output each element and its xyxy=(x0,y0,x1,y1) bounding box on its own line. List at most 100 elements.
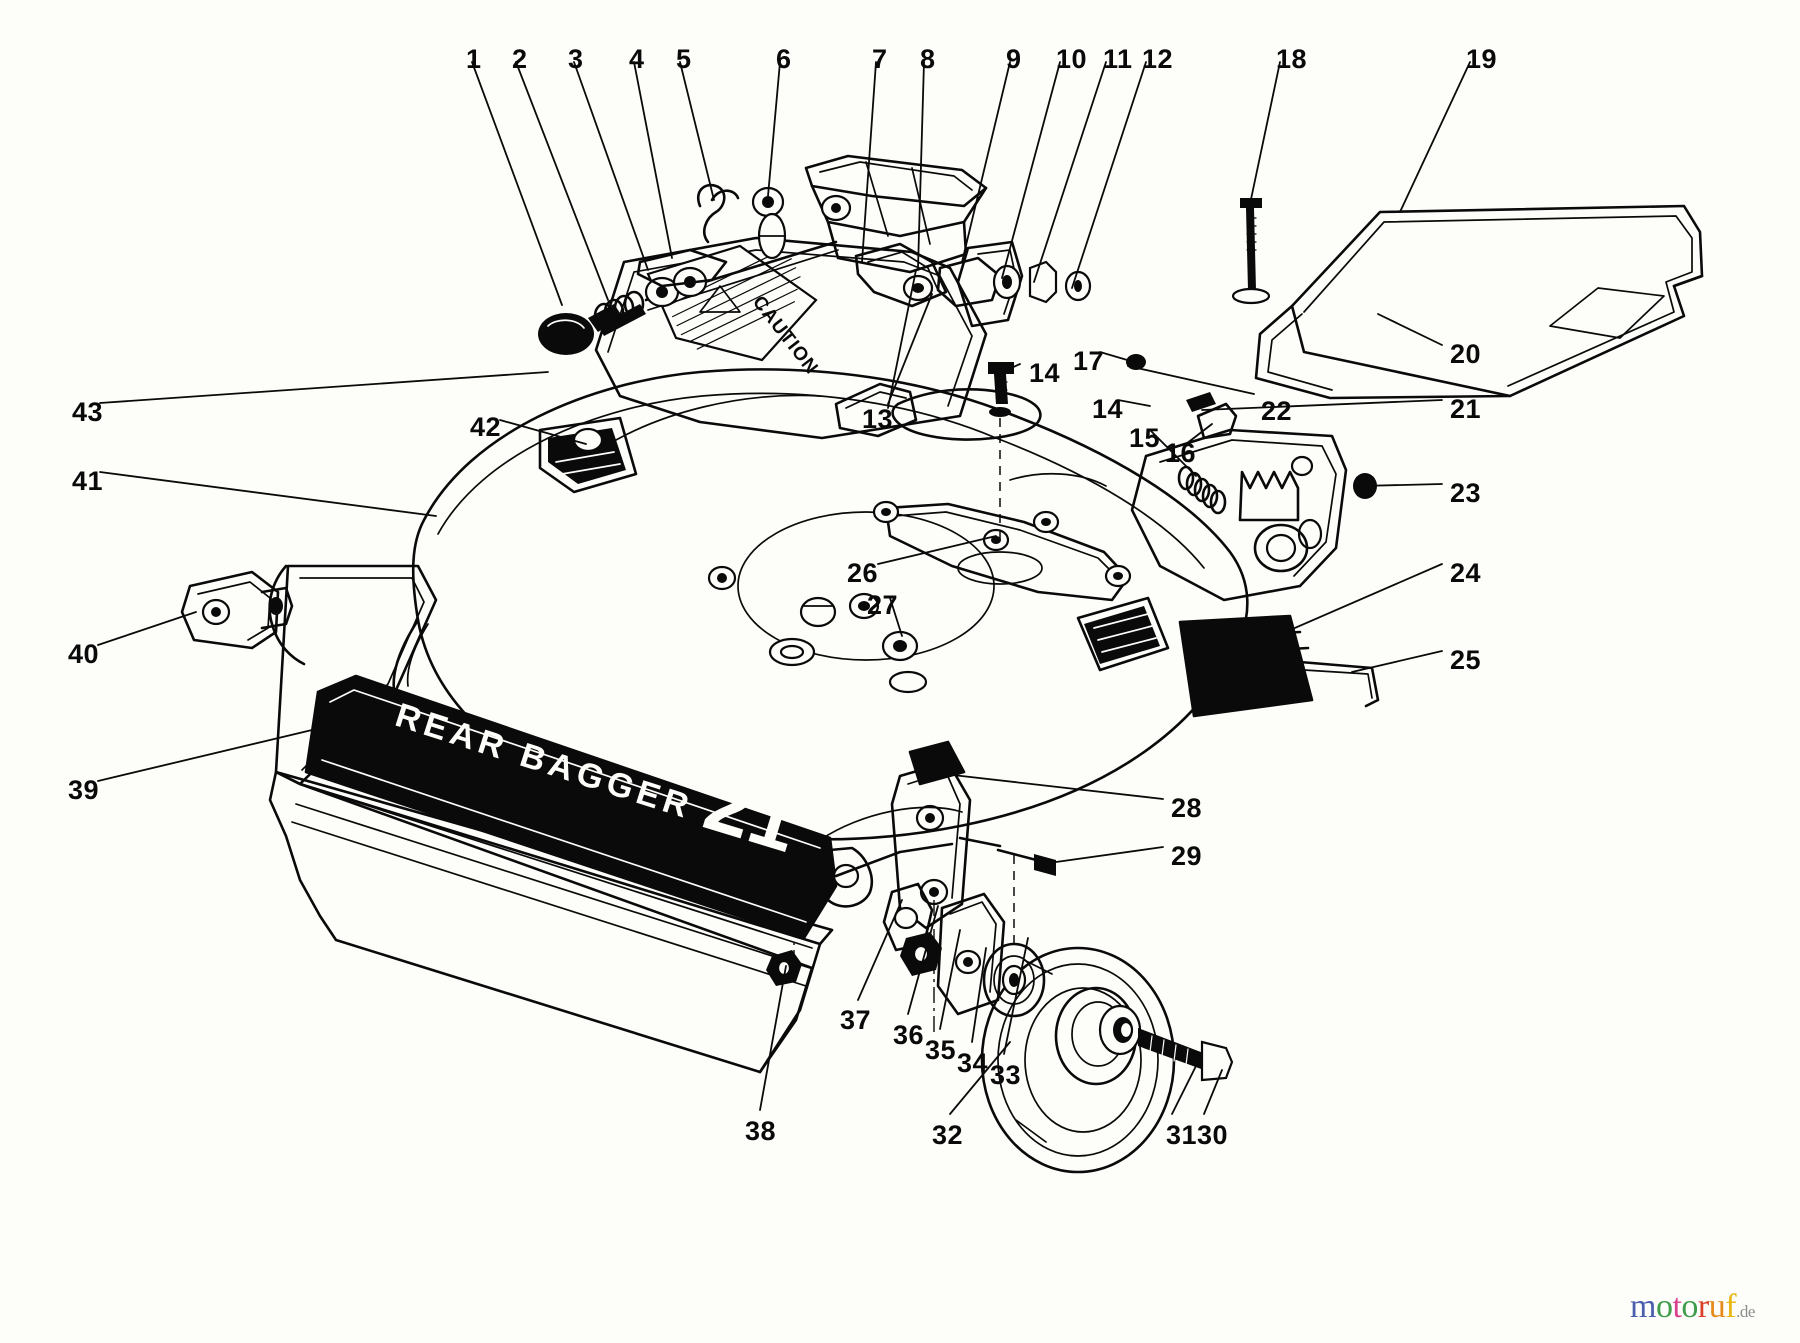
leader-line xyxy=(1203,1069,1223,1115)
callout-number-23: 23 xyxy=(1450,478,1482,508)
callout-number-43: 43 xyxy=(72,397,104,427)
leader-line xyxy=(887,293,933,405)
leader-line xyxy=(97,611,197,646)
leader-line xyxy=(887,269,917,409)
callout-number-35: 35 xyxy=(925,1035,957,1065)
callout-number-15: 15 xyxy=(1129,423,1161,453)
leader-line xyxy=(1003,937,1029,1055)
leader-line xyxy=(759,965,787,1111)
leader-line xyxy=(917,61,925,269)
leader-line xyxy=(97,729,313,782)
callout-number-34: 34 xyxy=(957,1048,989,1078)
leader-line xyxy=(907,905,939,1015)
leader-line xyxy=(1055,846,1164,863)
watermark-letter: u xyxy=(1708,1288,1726,1325)
callout-number-16: 16 xyxy=(1165,438,1197,468)
leader-line xyxy=(99,371,549,404)
leader-line xyxy=(949,1041,1011,1115)
leader-line xyxy=(1149,429,1197,477)
callout-number-7: 7 xyxy=(872,44,888,74)
leader-line xyxy=(861,61,877,263)
leader-line xyxy=(1359,483,1443,487)
callout-number-20: 20 xyxy=(1450,339,1482,369)
callout-number-37: 37 xyxy=(840,1005,872,1035)
callout-number-8: 8 xyxy=(920,44,936,74)
callout-number-41: 41 xyxy=(72,466,104,496)
leader-line xyxy=(573,61,649,271)
callout-number-31: 31 xyxy=(1166,1120,1198,1150)
watermark-letter: o xyxy=(1681,1288,1698,1325)
leader-line xyxy=(1201,399,1443,411)
callout-number-21: 21 xyxy=(1450,394,1482,424)
leader-line xyxy=(943,773,1164,800)
callout-number-33: 33 xyxy=(990,1060,1022,1090)
callout-number-32: 32 xyxy=(932,1120,964,1150)
callout-number-6: 6 xyxy=(776,44,792,74)
callout-number-12: 12 xyxy=(1142,44,1174,74)
leader-line xyxy=(939,929,961,1030)
watermark-letter: r xyxy=(1697,1288,1709,1325)
leader-line xyxy=(1127,365,1255,395)
callout-number-1: 1 xyxy=(466,44,482,74)
leader-line xyxy=(1033,61,1107,283)
leader-line xyxy=(857,899,903,1001)
callout-number-36: 36 xyxy=(893,1020,925,1050)
leader-line xyxy=(971,947,987,1043)
leader-line xyxy=(1117,399,1151,407)
leader-line xyxy=(1249,61,1281,205)
leader-line xyxy=(1171,1061,1199,1115)
leader-line xyxy=(1351,650,1443,673)
callout-number-10: 10 xyxy=(1056,44,1088,74)
leader-line xyxy=(889,597,903,637)
callout-number-14: 14 xyxy=(1029,358,1061,388)
callout-number-27: 27 xyxy=(867,590,899,620)
callout-number-11: 11 xyxy=(1103,44,1133,74)
callout-number-24: 24 xyxy=(1450,558,1482,588)
callout-number-22: 22 xyxy=(1261,396,1293,426)
leader-line xyxy=(767,61,781,197)
callout-number-28: 28 xyxy=(1171,793,1203,823)
watermark-letter: o xyxy=(1655,1288,1673,1325)
watermark-letter: t xyxy=(1672,1288,1682,1325)
leader-line xyxy=(1257,563,1443,645)
leader-line xyxy=(961,61,1011,263)
leader-line xyxy=(1001,61,1061,279)
leader-line xyxy=(1099,351,1135,363)
leader-line xyxy=(499,419,587,445)
callout-number-29: 29 xyxy=(1171,841,1203,871)
motoruf-watermark: motoruf.de xyxy=(1630,1288,1755,1326)
callout-number-13: 13 xyxy=(862,404,894,434)
callout-number-3: 3 xyxy=(568,44,584,74)
callout-number-42: 42 xyxy=(470,412,502,442)
callout-number-38: 38 xyxy=(745,1116,777,1146)
leader-line xyxy=(1399,61,1471,213)
callout-number-17: 17 xyxy=(1073,346,1105,376)
callout-number-18: 18 xyxy=(1276,44,1308,74)
watermark-letter: f xyxy=(1725,1288,1737,1325)
leader-line xyxy=(471,61,563,306)
leader-line xyxy=(1185,423,1213,445)
callout-number-30: 30 xyxy=(1197,1120,1229,1150)
callout-number-9: 9 xyxy=(1006,44,1022,74)
callout-number-39: 39 xyxy=(68,775,100,805)
callout-number-2: 2 xyxy=(512,44,528,74)
callout-number-14: 14 xyxy=(1092,394,1124,424)
leader-line xyxy=(1377,313,1443,346)
watermark-suffix: .de xyxy=(1736,1302,1755,1321)
leader-line xyxy=(877,535,997,565)
leader-line xyxy=(679,61,715,201)
callout-number-40: 40 xyxy=(68,639,100,669)
leader-line xyxy=(515,61,609,301)
leader-line xyxy=(99,471,437,517)
leader-line xyxy=(997,363,1021,375)
callout-number-5: 5 xyxy=(676,44,692,74)
leader-line xyxy=(633,61,673,259)
leader-line xyxy=(1071,61,1147,289)
callout-number-26: 26 xyxy=(847,558,879,588)
callout-number-4: 4 xyxy=(629,44,645,74)
callout-number-25: 25 xyxy=(1450,645,1482,675)
callout-number-19: 19 xyxy=(1466,44,1498,74)
